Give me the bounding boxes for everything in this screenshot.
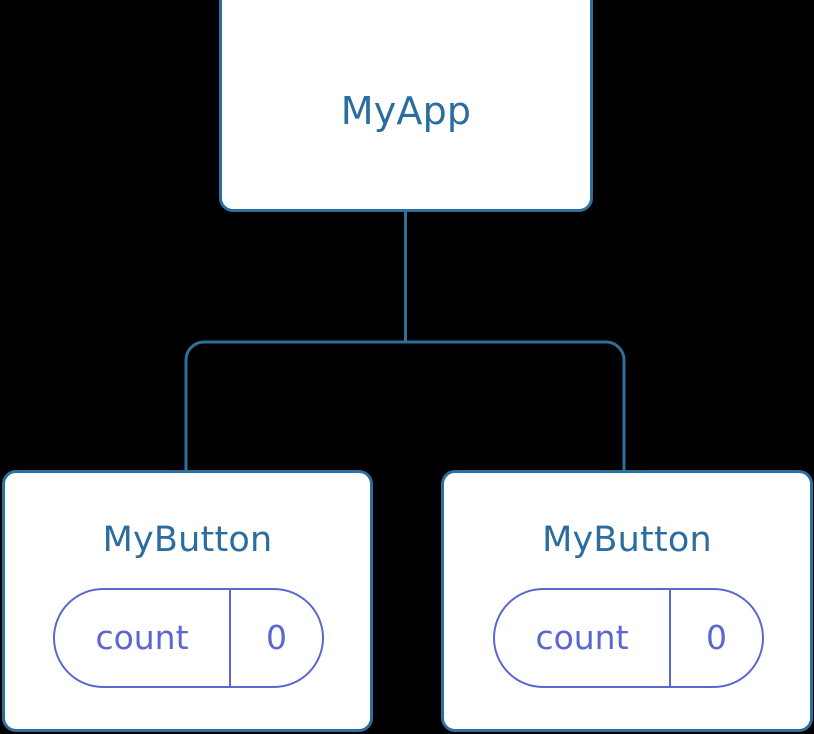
node-card-mybutton-right[interactable]: MyButton count 0 bbox=[441, 470, 813, 732]
state-badge-key-left: count bbox=[55, 590, 231, 686]
state-badge-value-right: 0 bbox=[706, 618, 727, 657]
node-title-child-left: MyButton bbox=[102, 520, 273, 560]
node-card-myapp[interactable]: MyApp bbox=[219, 0, 593, 212]
node-title-child-right: MyButton bbox=[542, 520, 712, 560]
node-card-mybutton-left[interactable]: MyButton count 0 bbox=[2, 470, 373, 732]
state-badge-key-right: count bbox=[495, 590, 671, 686]
state-badge-right[interactable]: count 0 bbox=[493, 588, 764, 688]
connector-branch-left bbox=[184, 340, 406, 471]
state-badge-left[interactable]: count 0 bbox=[53, 588, 324, 688]
connector-branch-right bbox=[405, 340, 626, 471]
state-badge-value-left: 0 bbox=[266, 618, 287, 657]
node-title-root: MyApp bbox=[340, 89, 472, 133]
